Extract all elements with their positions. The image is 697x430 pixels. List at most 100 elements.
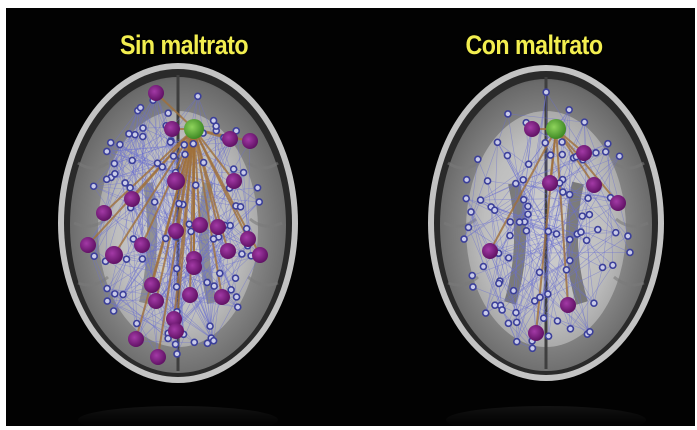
left-large-node (168, 223, 184, 239)
left-large-node (167, 172, 185, 190)
left-small-node (238, 204, 244, 210)
left-small-node (234, 294, 240, 300)
right-small-node (567, 326, 573, 332)
left-large-node (210, 219, 226, 235)
right-small-node (585, 195, 591, 201)
left-large-node (226, 173, 242, 189)
right-small-node (579, 213, 585, 219)
left-small-node (241, 170, 247, 176)
right-small-node (617, 153, 623, 159)
left-large-node (186, 259, 202, 275)
right-small-node (496, 280, 502, 286)
left-small-node (204, 279, 210, 285)
left-large-node (242, 133, 258, 149)
left-small-node (211, 283, 217, 289)
right-small-node (554, 318, 560, 324)
right-small-node (600, 264, 606, 270)
left-small-node (207, 323, 213, 329)
left-small-node (112, 291, 118, 297)
right-small-node (480, 264, 486, 270)
left-small-node (176, 201, 182, 207)
left-small-node (104, 176, 110, 182)
left-small-node (213, 123, 219, 129)
right-large-node (586, 177, 602, 193)
left-small-node (174, 284, 180, 290)
right-small-node (559, 152, 565, 158)
left-small-node (186, 221, 192, 227)
left-large-node (164, 121, 180, 137)
left-small-node (195, 93, 201, 99)
right-small-node (525, 203, 531, 209)
left-hub-node (184, 119, 204, 139)
right-small-node (523, 228, 529, 234)
right-small-node (461, 236, 467, 242)
right-small-node (563, 267, 569, 273)
left-large-node (148, 85, 164, 101)
left-small-node (228, 287, 234, 293)
right-small-node (545, 228, 551, 234)
right-small-node (546, 333, 552, 339)
right-large-node (482, 243, 498, 259)
right-small-node (520, 177, 526, 183)
right-small-node (581, 119, 587, 125)
left-small-node (256, 199, 262, 205)
left-large-node (222, 131, 238, 147)
left-small-node (182, 151, 188, 157)
right-small-node (513, 181, 519, 187)
right-large-node (542, 175, 558, 191)
left-small-node (139, 256, 145, 262)
right-small-node (543, 89, 549, 95)
left-small-node (152, 199, 158, 205)
right-small-node (559, 139, 565, 145)
left-large-node (128, 331, 144, 347)
right-small-node (613, 230, 619, 236)
left-small-node (188, 228, 194, 234)
brain-network-figure (6, 8, 695, 426)
left-large-node (240, 231, 256, 247)
left-small-node (204, 340, 210, 346)
left-large-node (105, 246, 123, 264)
right-small-node (542, 140, 548, 146)
left-small-node (120, 292, 126, 298)
left-small-node (167, 139, 173, 145)
right-small-node (468, 209, 474, 215)
left-small-node (134, 321, 140, 327)
right-small-node (593, 150, 599, 156)
right-large-node (528, 325, 544, 341)
right-small-node (537, 294, 543, 300)
right-small-node (499, 307, 505, 313)
right-small-node (463, 196, 469, 202)
right-small-node (595, 227, 601, 233)
right-small-node (507, 233, 513, 239)
right-small-node (625, 233, 631, 239)
right-small-node (578, 229, 584, 235)
left-small-node (171, 153, 177, 159)
left-small-node (132, 132, 138, 138)
left-small-node (140, 125, 146, 131)
left-small-node (193, 182, 199, 188)
left-large-node (144, 277, 160, 293)
left-small-node (108, 140, 114, 146)
left-large-node (214, 289, 230, 305)
left-small-node (190, 141, 196, 147)
left-small-node (155, 160, 161, 166)
right-small-node (505, 320, 511, 326)
right-small-node (605, 141, 611, 147)
right-small-node (537, 269, 543, 275)
left-small-node (129, 157, 135, 163)
right-small-node (584, 237, 590, 243)
title-con-maltrato: Con maltrato (405, 30, 663, 61)
right-small-node (560, 189, 566, 195)
right-small-node (505, 111, 511, 117)
left-small-node (104, 148, 110, 154)
right-small-node (603, 149, 609, 155)
left-small-node (122, 180, 128, 186)
left-small-node (111, 161, 117, 167)
right-small-node (587, 329, 593, 335)
right-small-node (485, 178, 491, 184)
left-small-node (235, 304, 241, 310)
left-large-node (150, 349, 166, 365)
left-small-node (140, 134, 146, 140)
right-small-node (541, 315, 547, 321)
right-small-node (464, 177, 470, 183)
